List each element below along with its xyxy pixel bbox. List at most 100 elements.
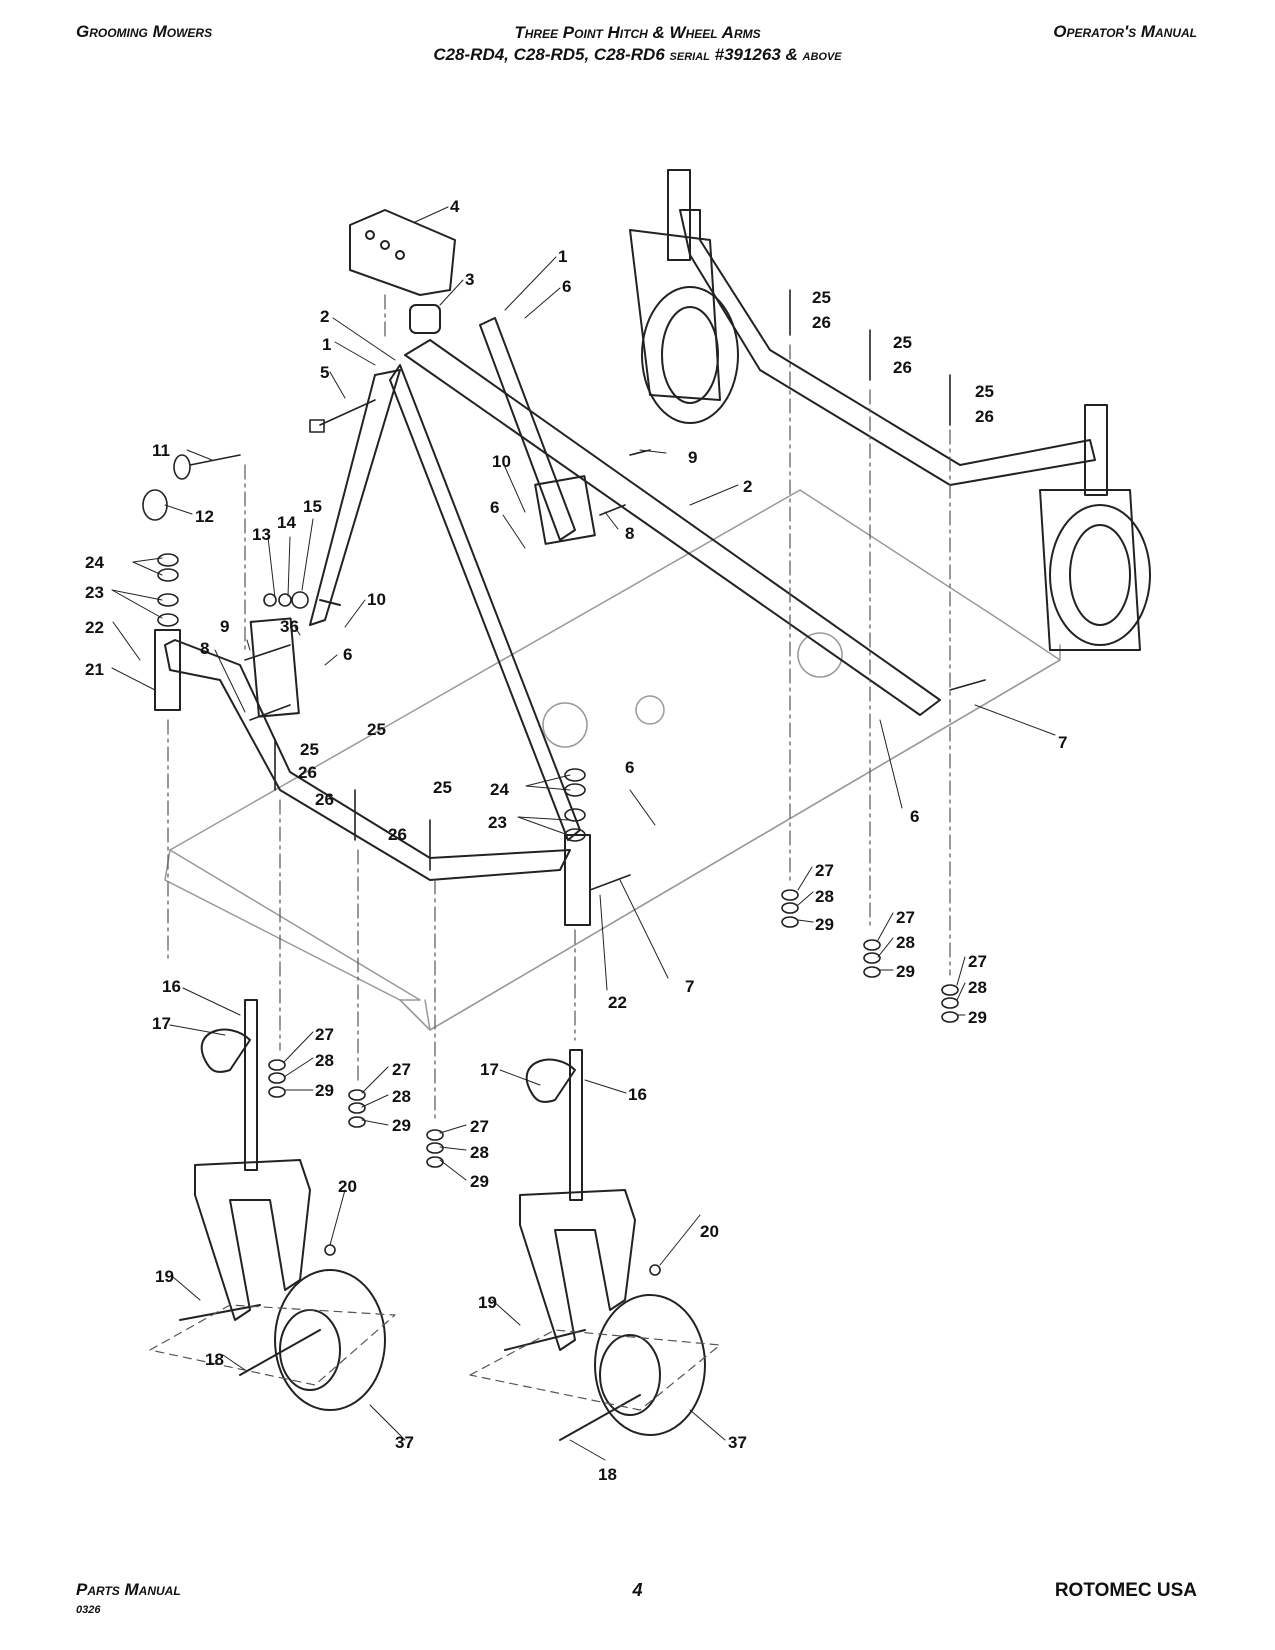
- header-above-word: above: [802, 47, 842, 64]
- callout-26: 26: [315, 790, 334, 809]
- callout-22: 22: [85, 618, 104, 637]
- callout-4: 4: [450, 197, 460, 216]
- callout-6: 6: [343, 645, 352, 664]
- callout-29: 29: [315, 1081, 334, 1100]
- hitch-bracket: [349, 209, 456, 334]
- callout-2: 2: [743, 477, 752, 496]
- header-models: C28-RD4, C28-RD5, C28-RD6: [433, 45, 665, 64]
- callout-3: 3: [465, 270, 474, 289]
- callout-5: 5: [320, 363, 329, 382]
- callout-24: 24: [490, 780, 509, 799]
- callout-25: 25: [975, 382, 994, 401]
- footer-parts-manual: Parts Manual: [76, 1580, 181, 1599]
- callout-1: 1: [558, 247, 567, 266]
- callout-25: 25: [812, 288, 831, 307]
- callout-29: 29: [968, 1008, 987, 1027]
- top-arm: [479, 317, 596, 545]
- callout-23: 23: [488, 813, 507, 832]
- callout-26: 26: [975, 407, 994, 426]
- header-serial-number: #391263 &: [714, 45, 798, 64]
- callout-28: 28: [896, 933, 915, 952]
- callout-26: 26: [388, 825, 407, 844]
- callout-8: 8: [625, 524, 634, 543]
- front-left-caster: [149, 999, 396, 1411]
- callout-19: 19: [155, 1267, 174, 1286]
- header-manual-type: Operator's Manual: [1053, 22, 1197, 41]
- callout-15: 15: [303, 497, 322, 516]
- callout-37: 37: [395, 1433, 414, 1452]
- callout-12: 12: [195, 507, 214, 526]
- callout-29: 29: [470, 1172, 489, 1191]
- callout-16: 16: [628, 1085, 647, 1104]
- rear-arm: [404, 339, 941, 716]
- header-serial-word: serial: [669, 47, 710, 64]
- callout-10: 10: [367, 590, 386, 609]
- header-page-title: Three Point Hitch & Wheel Arms C28-RD4, …: [0, 22, 1275, 67]
- callout-26: 26: [298, 763, 317, 782]
- callout-20: 20: [338, 1177, 357, 1196]
- callout-16: 16: [162, 977, 181, 996]
- header-section-title: Grooming Mowers: [76, 22, 213, 41]
- alignment-lines: [167, 294, 951, 1121]
- callout-14: 14: [277, 513, 296, 532]
- right-wheel-arm: [629, 169, 1151, 651]
- left-wheel-arm: [154, 617, 591, 926]
- callout-24: 24: [85, 553, 104, 572]
- callout-28: 28: [968, 978, 987, 997]
- callout-27: 27: [392, 1060, 411, 1079]
- callout-20: 20: [700, 1222, 719, 1241]
- callout-11: 11: [152, 441, 170, 460]
- callout-27: 27: [315, 1025, 334, 1044]
- callout-13: 13: [252, 525, 271, 544]
- callout-28: 28: [470, 1143, 489, 1162]
- leader-lines: [111, 206, 1056, 1461]
- callout-29: 29: [815, 915, 834, 934]
- callout-26: 26: [812, 313, 831, 332]
- front-right-caster: [469, 1049, 721, 1441]
- callout-18: 18: [598, 1465, 617, 1484]
- callout-27: 27: [968, 952, 987, 971]
- callout-27: 27: [896, 908, 915, 927]
- callout-25: 25: [893, 333, 912, 352]
- mower-deck: [164, 489, 1061, 1031]
- footer-company: ROTOMEC USA: [1054, 1580, 1197, 1601]
- callout-25: 25: [367, 720, 386, 739]
- callout-22: 22: [608, 993, 627, 1012]
- callout-29: 29: [896, 962, 915, 981]
- callout-9: 9: [688, 448, 697, 467]
- header-title-line1: Three Point Hitch & Wheel Arms: [514, 23, 761, 42]
- callout-25: 25: [300, 740, 319, 759]
- callout-18: 18: [205, 1350, 224, 1369]
- callout-26: 26: [893, 358, 912, 377]
- callout-17: 17: [152, 1014, 171, 1033]
- callout-21: 21: [85, 660, 104, 679]
- callout-9: 9: [220, 617, 229, 636]
- callout-17: 17: [480, 1060, 499, 1079]
- callout-6: 6: [490, 498, 499, 517]
- callout-37: 37: [728, 1433, 747, 1452]
- callout-10: 10: [492, 452, 511, 471]
- callout-2: 2: [320, 307, 329, 326]
- callout-19: 19: [478, 1293, 497, 1312]
- callout-labels: 4 3 1 6 2 1 5 25 26 25 26 25 26 11 12 9 …: [85, 197, 1067, 1484]
- callout-1: 1: [322, 335, 331, 354]
- footer-revision-code: 0326: [76, 1604, 101, 1616]
- footer-page-number: 4: [632, 1580, 643, 1600]
- callout-28: 28: [315, 1051, 334, 1070]
- callout-6: 6: [910, 807, 919, 826]
- callout-29: 29: [392, 1116, 411, 1135]
- callout-27: 27: [470, 1117, 489, 1136]
- callout-36: 36: [280, 617, 299, 636]
- callout-28: 28: [392, 1087, 411, 1106]
- callout-6: 6: [625, 758, 634, 777]
- callout-25: 25: [433, 778, 452, 797]
- callout-8: 8: [200, 639, 209, 658]
- hardware: [142, 289, 986, 1276]
- callout-23: 23: [85, 583, 104, 602]
- callout-27: 27: [815, 861, 834, 880]
- callout-7: 7: [685, 977, 694, 996]
- callout-7: 7: [1058, 733, 1067, 752]
- callout-6: 6: [562, 277, 571, 296]
- callout-28: 28: [815, 887, 834, 906]
